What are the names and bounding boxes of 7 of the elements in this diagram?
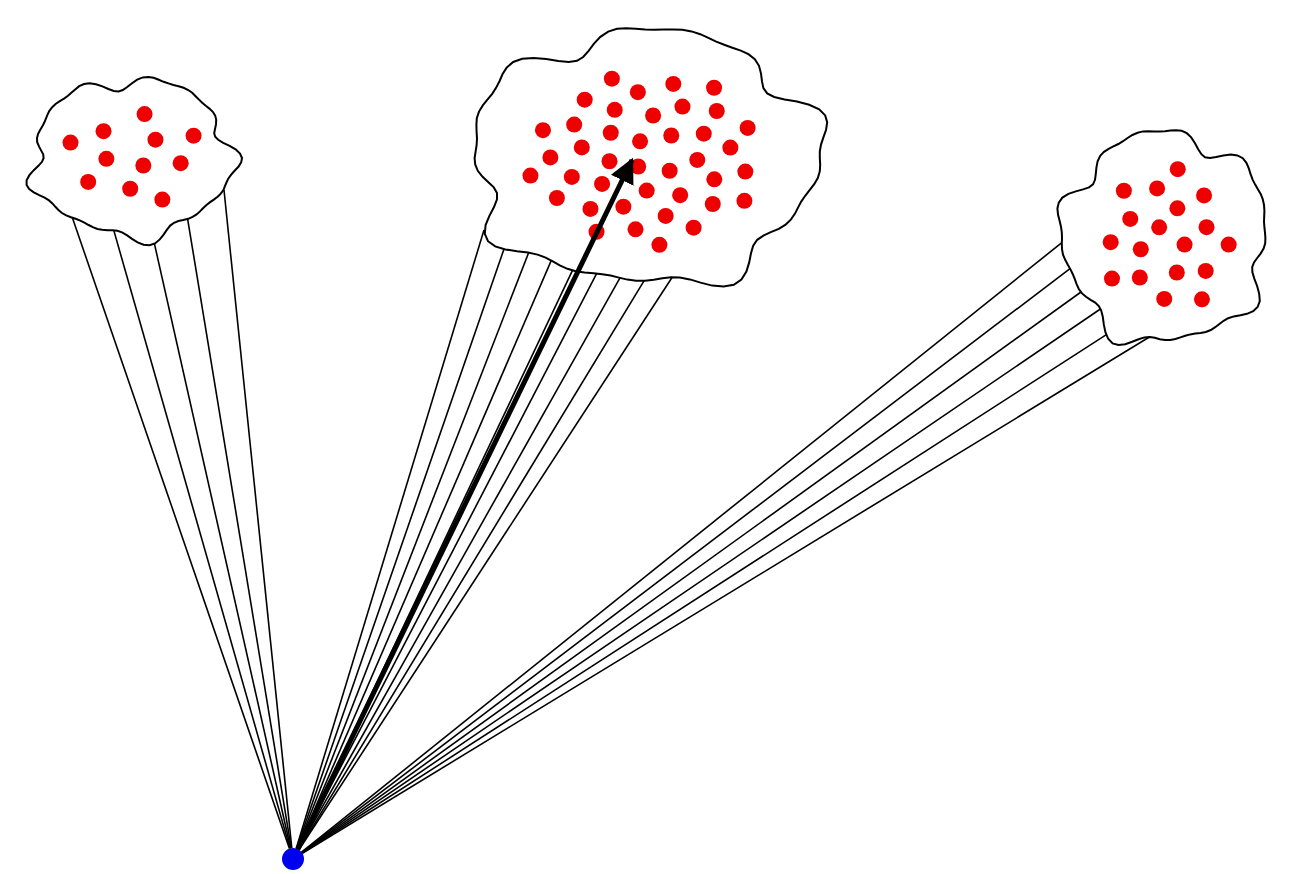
ray-line xyxy=(186,218,292,849)
ray-line xyxy=(223,189,293,849)
arrow xyxy=(295,157,635,851)
ray-line xyxy=(71,217,291,850)
ray-line xyxy=(113,229,291,850)
source-point xyxy=(282,848,304,870)
ray-line xyxy=(153,242,292,849)
